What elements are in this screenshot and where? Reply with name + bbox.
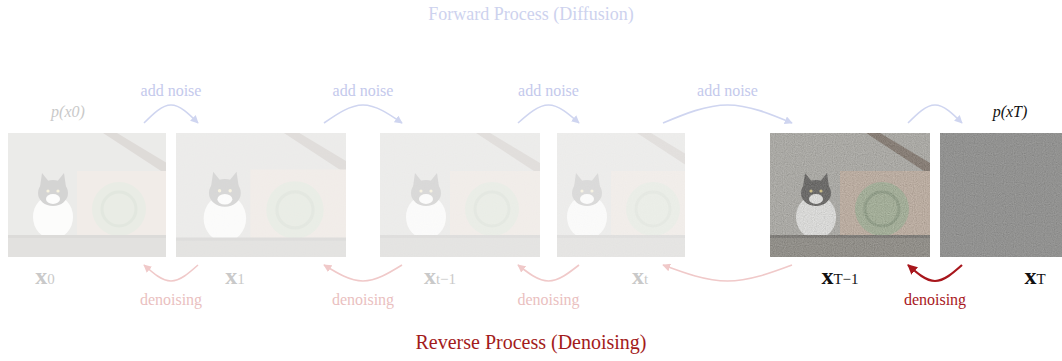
image-tile: p(xT)xT bbox=[940, 133, 1062, 257]
image-tile: x1 bbox=[176, 133, 346, 257]
state-label: xT−1 bbox=[821, 262, 858, 291]
process-arrow bbox=[144, 265, 198, 281]
state-label: xt bbox=[632, 262, 648, 291]
process-arrow bbox=[324, 265, 402, 281]
image-tile-art bbox=[380, 133, 540, 257]
state-label: xT bbox=[1024, 262, 1045, 291]
state-label: x0 bbox=[35, 262, 55, 291]
image-tile: p(x0)x0 bbox=[8, 133, 166, 257]
edge-label: add noise bbox=[331, 81, 396, 100]
process-arrow bbox=[663, 265, 792, 281]
probability-label: p(xT) bbox=[993, 102, 1028, 121]
edge-label: denoising bbox=[330, 290, 396, 309]
edge-label: denoising bbox=[138, 290, 204, 309]
image-tile: xt bbox=[557, 133, 685, 257]
figure-caption: Reverse Process (Denoising) bbox=[0, 330, 1062, 354]
image-tile-art bbox=[770, 133, 930, 257]
edge-label: denoising bbox=[515, 290, 581, 309]
process-arrow bbox=[908, 105, 962, 123]
process-arrow bbox=[518, 105, 579, 123]
state-label: xt−1 bbox=[424, 262, 456, 291]
process-arrow bbox=[144, 105, 198, 123]
image-tile-art bbox=[176, 129, 346, 261]
image-tile-art bbox=[940, 133, 1062, 257]
edge-label: add noise bbox=[695, 81, 760, 100]
image-tile: xt−1 bbox=[380, 133, 540, 257]
probability-label: p(x0) bbox=[51, 102, 85, 121]
process-arrow bbox=[324, 105, 402, 123]
image-tile-art bbox=[541, 133, 701, 257]
process-arrow bbox=[518, 265, 579, 281]
process-arrow bbox=[663, 105, 792, 123]
edge-label: add noise bbox=[516, 81, 581, 100]
image-tile: xT−1 bbox=[770, 133, 930, 257]
edge-label: add noise bbox=[139, 81, 204, 100]
state-label: x1 bbox=[225, 262, 245, 291]
process-arrow bbox=[908, 265, 962, 281]
edge-label: denoising bbox=[902, 290, 968, 309]
image-tile-art bbox=[7, 133, 167, 257]
figure-title: Forward Process (Diffusion) bbox=[0, 4, 1062, 26]
